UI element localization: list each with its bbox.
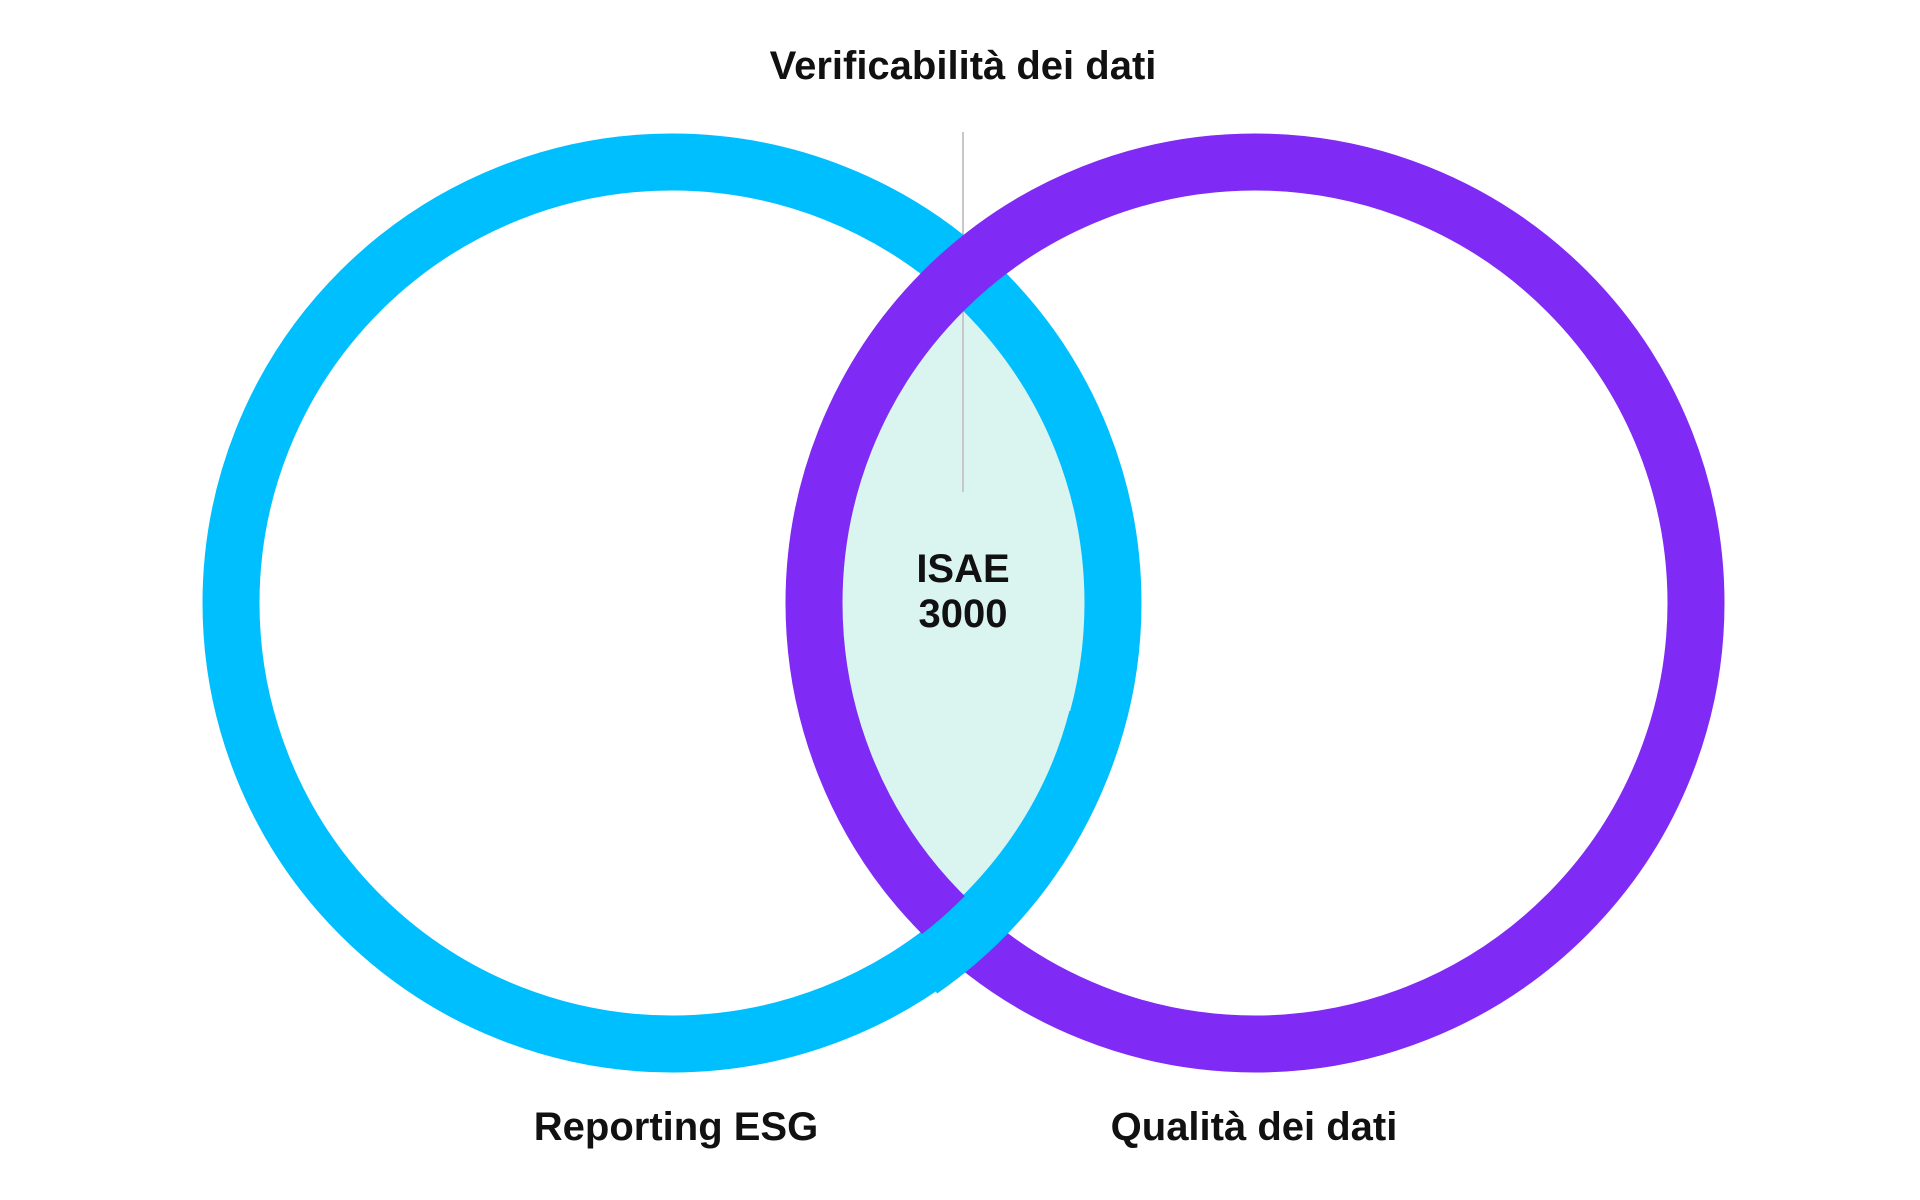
top-label: Verificabilità dei dati [770, 44, 1157, 88]
reporting-esg-ring [202, 133, 1142, 1073]
reporting-esg-ring-overlap-arc [904, 710, 1125, 994]
intersection-label-line2: 3000 [919, 592, 1008, 636]
left-circle-label: Reporting ESG [534, 1105, 818, 1149]
right-circle-label: Qualità dei dati [1111, 1105, 1398, 1149]
intersection-label-line1: ISAE [916, 547, 1009, 591]
qualita-dati-ring [785, 133, 1725, 1073]
